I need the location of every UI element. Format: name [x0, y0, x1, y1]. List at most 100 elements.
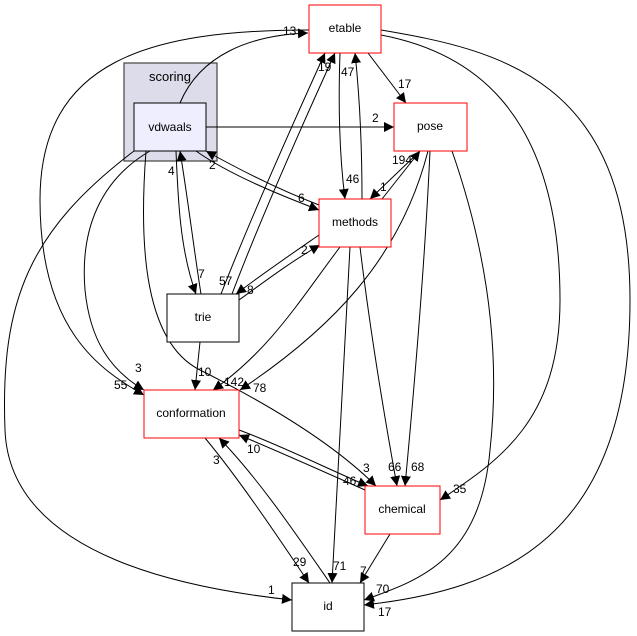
edge-label[interactable]: 3 — [213, 453, 220, 467]
edge-label[interactable]: 35 — [453, 482, 467, 496]
edge-etable-to-pose[interactable]: 17 — [367, 52, 412, 104]
node-methods[interactable]: methods — [318, 198, 392, 248]
edge-vdwaals-to-pose[interactable]: 2 — [206, 111, 394, 132]
edge-label[interactable]: 7 — [360, 564, 367, 578]
edge-pose-to-conformation[interactable]: 78 — [239, 150, 429, 395]
node-label: id — [323, 599, 332, 613]
edge-label[interactable]: 47 — [341, 65, 355, 79]
edge-label[interactable]: 194 — [392, 153, 412, 167]
edge-label[interactable]: 13 — [283, 24, 297, 38]
node-label: trie — [195, 310, 212, 324]
edge-label[interactable]: 3 — [363, 461, 370, 475]
edge-label[interactable]: 29 — [293, 555, 307, 569]
edge-label[interactable]: 1 — [380, 180, 387, 194]
edge-methods-to-etable[interactable]: 47 — [341, 52, 363, 200]
edge-methods-to-pose[interactable]: 194 — [381, 150, 421, 200]
edge-label[interactable]: 78 — [253, 381, 267, 395]
edge-label[interactable]: 57 — [219, 274, 233, 288]
edge-etable-to-methods[interactable]: 46 — [338, 52, 360, 200]
edge-line — [220, 52, 326, 295]
node-pose[interactable]: pose — [393, 102, 468, 152]
edge-label[interactable]: 19 — [318, 60, 332, 74]
edge-methods-to-id[interactable]: 71 — [327, 246, 351, 584]
edge-line — [176, 150, 202, 295]
edge-line — [239, 150, 429, 391]
edge-label[interactable]: 17 — [378, 605, 392, 619]
edge-label[interactable]: 2 — [301, 243, 308, 257]
edge-label[interactable]: 17 — [398, 77, 412, 91]
edge-line — [175, 150, 198, 295]
edge-chemical-to-conformation[interactable]: 10 — [238, 434, 366, 491]
edge-etable-to-chemical[interactable]: 35 — [380, 34, 561, 501]
node-label: etable — [329, 21, 362, 35]
edge-label[interactable]: 2 — [372, 111, 379, 125]
edge-line — [142, 150, 377, 487]
edge-line — [351, 52, 363, 200]
edge-label[interactable]: 71 — [333, 559, 347, 573]
node-trie[interactable]: trie — [166, 293, 240, 343]
edge-conformation-to-chemical[interactable]: 46 — [238, 429, 369, 488]
edge-label[interactable]: 10 — [247, 442, 261, 456]
edge-line — [191, 341, 202, 391]
node-label: pose — [417, 119, 443, 133]
edge-pose-to-id[interactable]: 70 — [363, 150, 495, 602]
edge-line — [363, 29, 631, 609]
edge-trie-to-conformation[interactable]: 10 — [191, 341, 212, 391]
edge-label[interactable]: 46 — [346, 172, 360, 186]
edge-label[interactable]: 142 — [224, 375, 244, 389]
edge-line — [327, 246, 351, 584]
edge-line — [235, 234, 320, 295]
edge-label[interactable]: 70 — [376, 582, 390, 596]
edge-vdwaals-to-etable[interactable]: 13 — [179, 24, 309, 104]
edge-methods-to-vdwaals[interactable]: 2 — [205, 150, 320, 206]
node-etable[interactable]: etable — [308, 4, 382, 54]
edge-line — [359, 533, 391, 584]
edge-line — [238, 434, 366, 491]
edge-line — [381, 150, 421, 200]
node-chemical[interactable]: chemical — [364, 485, 441, 535]
edge-etable-to-id[interactable]: 17 — [363, 29, 631, 619]
cluster-label: scoring — [149, 69, 191, 84]
edge-label[interactable]: 7 — [198, 267, 205, 281]
edge-methods-to-trie[interactable]: 8 — [235, 234, 320, 297]
edge-line — [218, 437, 331, 584]
node-label: vdwaals — [148, 120, 191, 134]
edge-id-to-conformation[interactable]: 3 — [213, 437, 331, 584]
edge-line — [400, 150, 431, 487]
edge-line — [4, 150, 293, 604]
edge-label[interactable]: 4 — [168, 164, 175, 178]
edge-line — [231, 52, 336, 295]
node-vdwaals[interactable]: vdwaals — [133, 102, 207, 152]
edge-label[interactable]: 2 — [209, 158, 216, 172]
edge-line — [367, 52, 407, 104]
edge-vdwaals-to-conformation[interactable]: 3 — [83, 150, 151, 391]
edge-label[interactable]: 8 — [247, 283, 254, 297]
edge-vdwaals-to-chemical[interactable]: 3 — [142, 150, 377, 487]
edge-methods-to-chemical[interactable]: 66 — [359, 246, 402, 487]
edge-label[interactable]: 3 — [135, 361, 142, 375]
edge-line — [205, 150, 320, 206]
edge-label[interactable]: 66 — [388, 460, 402, 474]
edge-conformation-to-id[interactable]: 29 — [204, 437, 310, 584]
edge-label[interactable]: 1 — [268, 583, 275, 597]
node-conformation[interactable]: conformation — [143, 389, 240, 439]
edge-label[interactable]: 55 — [114, 378, 128, 392]
edge-line — [39, 29, 310, 396]
edge-line — [238, 429, 369, 487]
node-label: conformation — [156, 406, 225, 420]
edge-line — [83, 150, 151, 391]
edge-vdwaals-to-trie[interactable]: 7 — [175, 150, 205, 295]
edge-trie-to-vdwaals[interactable]: 4 — [168, 150, 202, 295]
edge-label[interactable]: 68 — [411, 460, 425, 474]
edge-pose-to-chemical[interactable]: 68 — [400, 150, 431, 487]
edge-etable-to-trie[interactable]: 57 — [219, 52, 326, 295]
edge-vdwaals-to-id[interactable]: 1 — [4, 150, 293, 604]
node-id[interactable]: id — [291, 582, 365, 632]
edge-line — [179, 28, 309, 104]
edge-trie-to-methods[interactable]: 2 — [238, 243, 321, 301]
edge-etable-to-conformation[interactable]: 55 — [39, 29, 310, 396]
edge-chemical-to-id[interactable]: 7 — [359, 533, 391, 584]
edge-line — [380, 34, 561, 501]
edge-line — [363, 150, 495, 602]
